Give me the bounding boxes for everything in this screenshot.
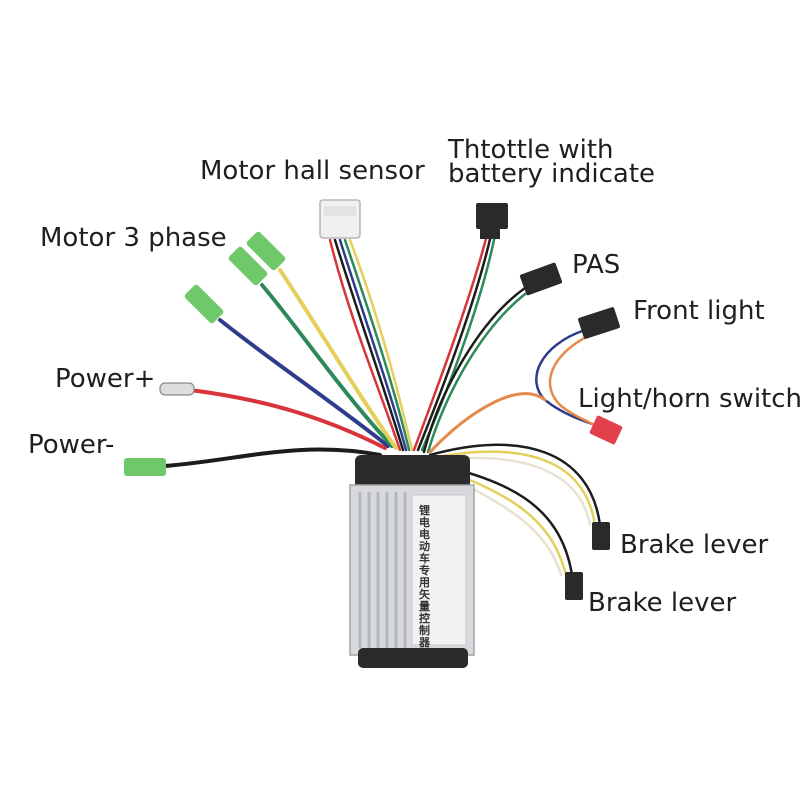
wire-hall-4: [343, 238, 411, 452]
wire-horn-loop: [548, 333, 606, 434]
pas-connector: [519, 262, 563, 296]
label-front-light: Front light: [633, 296, 765, 326]
phase-connector-2: [228, 246, 268, 286]
label-motor-3-phase: Motor 3 phase: [40, 223, 227, 253]
wire-phase-green: [260, 283, 394, 448]
brake-connector-1: [592, 522, 610, 550]
throttle-connector: [476, 203, 508, 239]
controller-body: [349, 455, 475, 668]
wire-power-plus: [188, 388, 387, 450]
wire-throttle-2: [416, 233, 493, 452]
label-power-plus: Power+: [55, 364, 156, 394]
power-plus-connector: [159, 382, 195, 396]
phase-connector-3: [246, 231, 286, 271]
connectors: [124, 199, 623, 600]
label-brake-lever-1: Brake lever: [620, 530, 769, 560]
wire-pas-1: [422, 286, 527, 454]
wire-bundle: [163, 233, 610, 577]
controller-label-text: 锂电电动车专用矢量控制器: [419, 504, 430, 649]
wire-brake-1a: [428, 443, 602, 527]
wire-light-feed: [428, 392, 547, 454]
phase-connector-1: [184, 284, 224, 324]
label-throttle-line2: battery indicate: [448, 159, 656, 189]
horn-switch-connector: [589, 415, 623, 445]
wire-hall-1: [328, 238, 402, 452]
wire-phase-blue: [218, 318, 390, 448]
wire-power-minus: [163, 447, 382, 468]
power-minus-connector: [124, 458, 166, 476]
label-motor-hall-sensor: Motor hall sensor: [200, 156, 425, 186]
heat-sink-fins: [358, 492, 407, 648]
brake-connector-2: [565, 572, 583, 600]
front-light-connector: [578, 307, 620, 339]
label-throttle: Thtottle with battery indicate: [448, 135, 656, 189]
wire-hall-2: [333, 238, 405, 452]
wire-pas-2: [426, 292, 527, 454]
label-pas: PAS: [572, 250, 621, 280]
wire-hall-5: [348, 238, 414, 452]
label-throttle-line1: Thtottle with: [448, 135, 614, 165]
label-brake-lever-2: Brake lever: [588, 588, 737, 618]
label-power-minus: Power-: [28, 430, 115, 460]
wire-brake-1b: [430, 450, 597, 527]
wire-throttle-1: [412, 233, 489, 452]
wire-hall-3: [338, 238, 408, 452]
label-light-horn-switch: Light/horn switch: [578, 384, 800, 414]
hall-sensor-connector: [319, 199, 361, 239]
wire-phase-yellow: [278, 268, 398, 450]
